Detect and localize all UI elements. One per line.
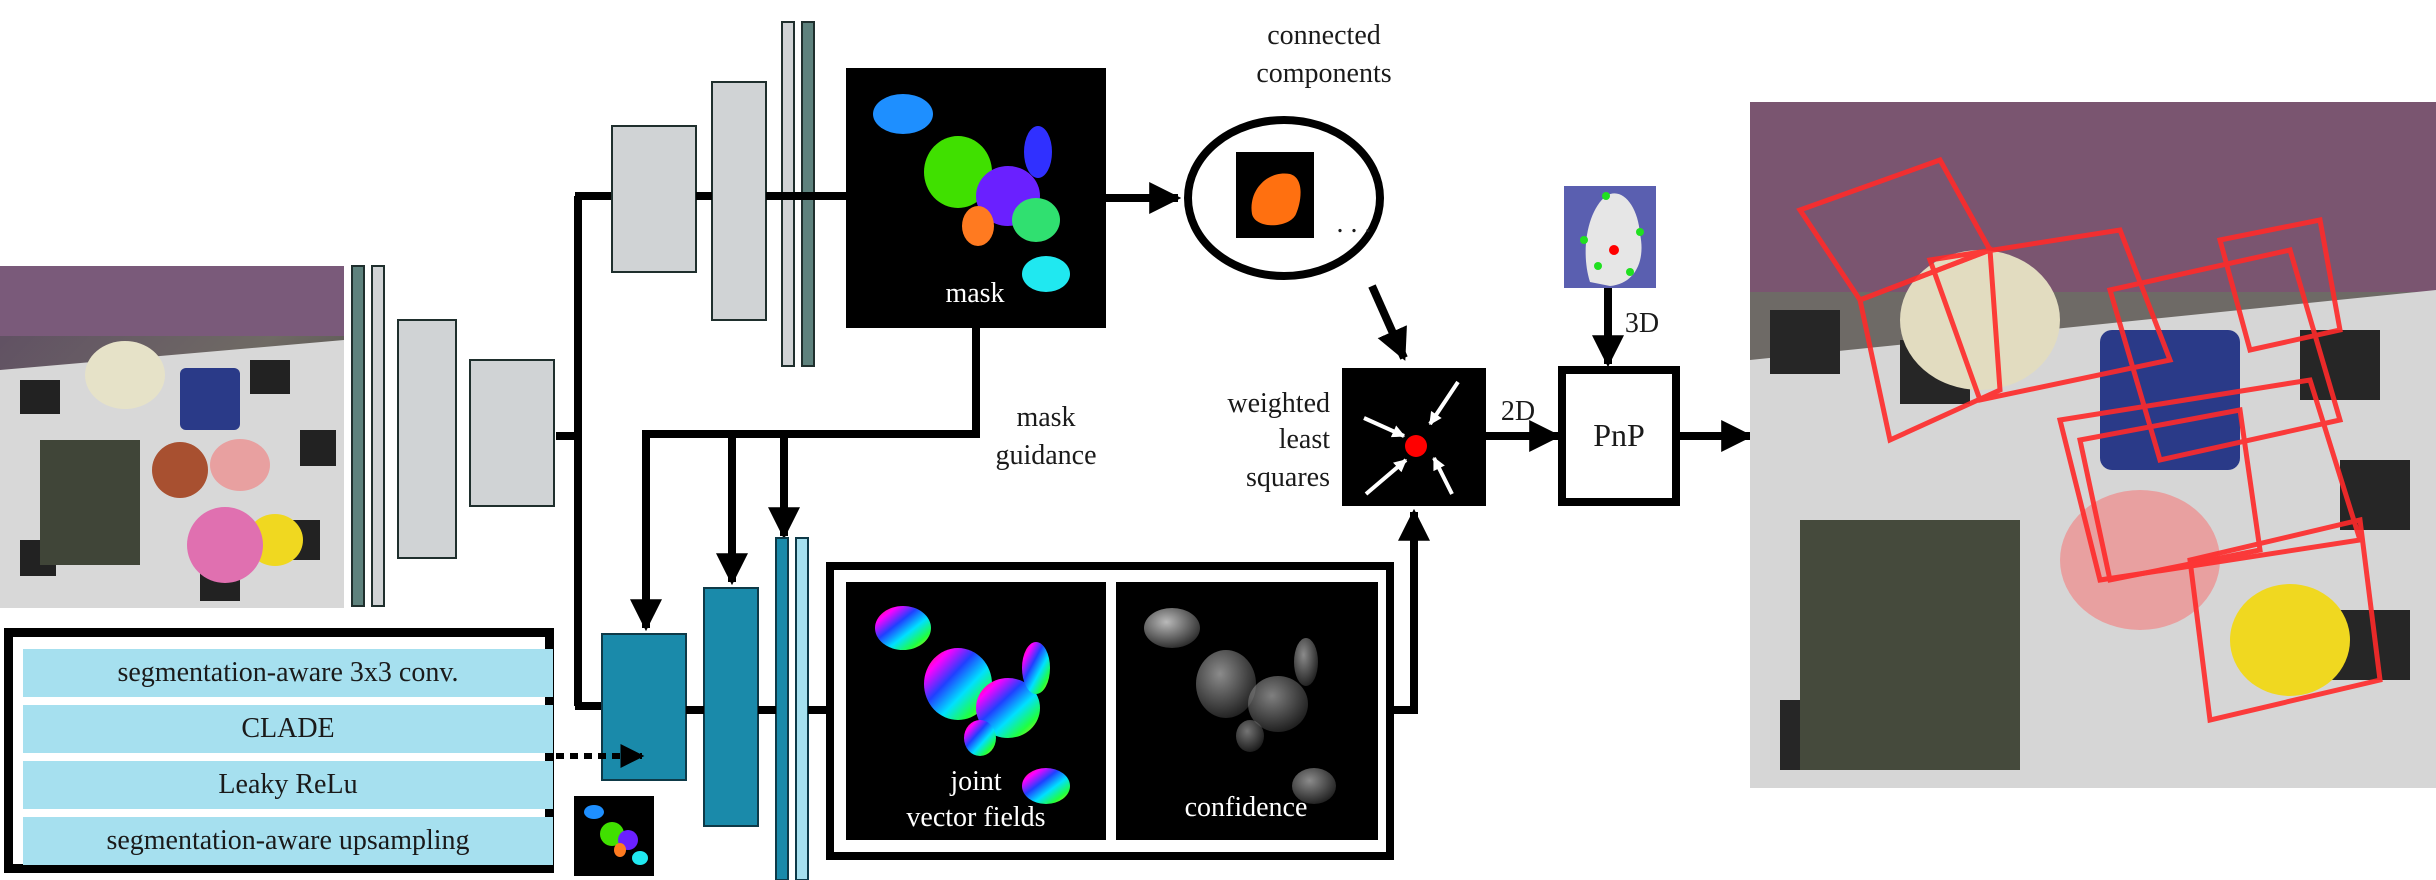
encoder-thin-layer <box>351 265 365 607</box>
confidence-image: confidence <box>1116 582 1378 840</box>
wls-label-line2: least <box>1279 424 1331 455</box>
encoder-thin-layer <box>371 265 385 607</box>
mask-image: mask <box>846 68 1106 328</box>
mask-guidance-label-line1: mask <box>1016 402 1075 433</box>
layer-legend: segmentation-aware 3x3 conv. CLADE Leaky… <box>4 628 554 873</box>
model-image <box>1564 186 1656 288</box>
segmentation-decoder <box>611 21 846 367</box>
ellipsis-label: . . . <box>1337 208 1372 239</box>
pose-boxes <box>1796 156 2383 724</box>
keypoint-dot <box>1405 435 1427 457</box>
vector-field-image: joint vector fields <box>846 582 1106 840</box>
decoder-layer <box>611 125 697 273</box>
legend-item-leaky-relu: Leaky ReLu <box>23 761 553 809</box>
connected-components-label-line1: connected <box>1267 20 1381 51</box>
decoder-thin-layer <box>795 537 809 880</box>
joint-label: joint <box>949 766 1002 797</box>
component-image <box>1236 152 1314 238</box>
encoder-layer <box>397 319 457 559</box>
mask-guidance-label-line2: guidance <box>995 440 1096 471</box>
label-2d: 2D <box>1501 396 1535 427</box>
encoder-layer <box>469 359 555 507</box>
encoder-block <box>351 265 555 607</box>
small-mask-image <box>574 796 654 876</box>
connected-components-label-line2: components <box>1256 58 1391 89</box>
legend-item-seg-conv: segmentation-aware 3x3 conv. <box>23 649 553 697</box>
legend-item-seg-upsampling: segmentation-aware upsampling <box>23 817 553 865</box>
decoder-layer <box>711 81 767 321</box>
mask-label: mask <box>945 278 1004 309</box>
decoder-thin-layer <box>775 537 789 880</box>
label-3d: 3D <box>1625 308 1659 339</box>
legend-item-clade: CLADE <box>23 705 553 753</box>
pnp-label: PnP <box>1593 417 1645 453</box>
input-image <box>0 266 344 608</box>
wls-label-line1: weighted <box>1227 388 1330 419</box>
decoder-layer <box>703 587 759 827</box>
confidence-label: confidence <box>1185 792 1308 823</box>
result-image <box>1750 102 2436 788</box>
wls-label-line3: squares <box>1246 462 1330 493</box>
wls-solver-box <box>1342 368 1486 506</box>
vector-fields-label: vector fields <box>906 802 1045 833</box>
